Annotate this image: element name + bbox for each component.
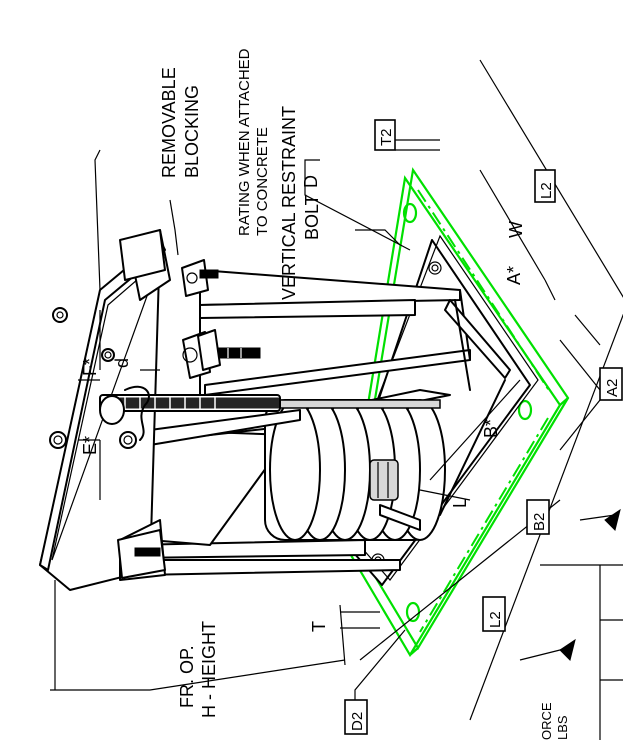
svg-text:L2: L2 (538, 182, 555, 199)
force-label-line2: LBS (555, 715, 570, 740)
dim-B-label: B* (481, 419, 501, 438)
dim-A-label: A* (504, 266, 524, 285)
restraint-label-line2: BOLT (302, 194, 322, 240)
dim-F-label: F* (80, 358, 100, 376)
dim-L-label: L (450, 498, 470, 508)
svg-text:B2: B2 (531, 513, 548, 531)
dim-W-label: W (506, 221, 526, 238)
restraint-label-line1: VERTICAL RESTRAINT (279, 106, 299, 300)
box-D2: D2 (344, 699, 368, 735)
svg-text:D2: D2 (349, 712, 366, 731)
center-stud (99, 385, 281, 441)
boxed-references: T2 L2 A2 B2 L2 D2 (344, 119, 623, 735)
blocking-label-line2: BLOCKING (182, 85, 202, 178)
box-L2-bottom: L2 (482, 596, 506, 632)
force-label-line1: ORCE (539, 702, 554, 740)
rating-label-line2: TO CONCRETE (254, 127, 271, 236)
box-T2: T2 (374, 119, 396, 151)
spring-coil (264, 399, 446, 541)
removable-blocking (117, 229, 166, 579)
dim-D-label: D (301, 175, 321, 188)
box-B2: B2 (526, 499, 550, 535)
height-label-line2: H - HEIGHT (199, 621, 219, 718)
dim-d-label: d (112, 358, 132, 368)
annotation-labels: RATING WHEN ATTACHED TO CONCRETE VERTICA… (80, 48, 570, 740)
svg-text:T2: T2 (378, 128, 395, 146)
vertical-restraint-bolt (181, 259, 261, 379)
dim-E-label: E* (80, 436, 100, 455)
svg-text:A2: A2 (604, 379, 621, 397)
height-label-line1: FR. OP. (177, 645, 197, 708)
blocking-label-line1: REMOVABLE (159, 67, 179, 178)
svg-text:L2: L2 (487, 611, 504, 628)
housing-walls (129, 269, 471, 576)
box-L2-top: L2 (534, 169, 556, 203)
box-A2: A2 (599, 367, 623, 401)
inner-plates (149, 299, 511, 531)
rating-label-line1: RATING WHEN ATTACHED (236, 48, 253, 236)
dim-T-label: T (309, 621, 329, 632)
